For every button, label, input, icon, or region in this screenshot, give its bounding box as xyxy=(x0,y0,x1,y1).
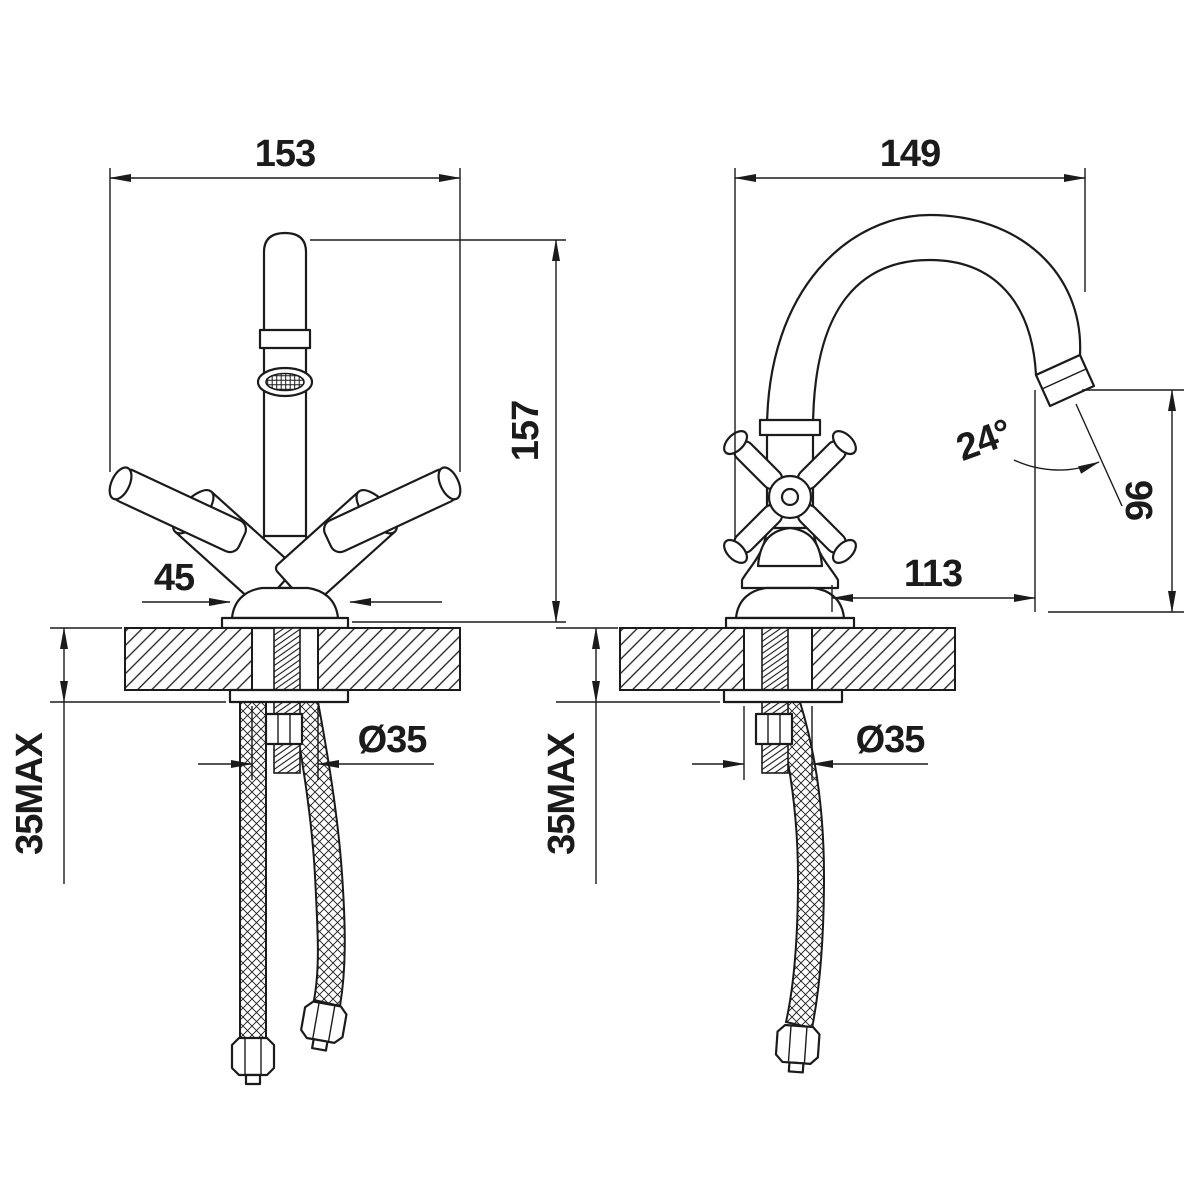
side-mounting xyxy=(722,627,844,774)
handle-bonnet xyxy=(756,526,824,568)
front-width-label: 153 xyxy=(255,133,315,175)
front-dim-height: 157 xyxy=(310,239,566,623)
handle-left-lever xyxy=(108,466,247,554)
counter-right xyxy=(317,627,461,691)
handle-right-lever xyxy=(323,466,462,554)
side-hole-label: Ø35 xyxy=(856,719,926,761)
side-angle-label: 24° xyxy=(951,412,1017,470)
front-dim-thickness: 35MAX xyxy=(9,627,226,884)
base-plate xyxy=(724,616,856,630)
hose-nut xyxy=(230,1036,276,1086)
side-reach-label: 113 xyxy=(904,553,962,595)
hose-left xyxy=(239,701,267,1039)
mounting-nut xyxy=(264,712,304,746)
front-view: 153 157 45 Ø35 35MAX xyxy=(9,133,566,1086)
front-height-label: 157 xyxy=(505,401,547,461)
side-dim-angle: 24° xyxy=(951,403,1123,507)
side-dim-width: 149 xyxy=(734,133,1086,540)
escutcheon xyxy=(230,586,340,620)
front-mounting xyxy=(228,627,350,774)
front-faucet xyxy=(108,231,462,630)
aerator-mesh xyxy=(265,372,305,392)
side-counter-section xyxy=(619,627,956,691)
spout-collar xyxy=(758,418,822,437)
counter-right xyxy=(811,627,956,691)
side-width-label: 149 xyxy=(880,133,940,175)
side-dim-reach: 113 xyxy=(831,390,1036,612)
side-thickness-label: 35MAX xyxy=(541,731,583,854)
side-drop-label: 96 xyxy=(1119,481,1161,521)
side-view: 149 24° 96 113 Ø35 xyxy=(541,133,1184,1075)
cross-handle xyxy=(723,430,857,564)
counter-left xyxy=(124,627,253,691)
front-counter-section xyxy=(124,627,461,691)
side-dim-drop: 96 xyxy=(1048,389,1184,613)
front-thickness-label: 35MAX xyxy=(9,731,51,854)
front-hoses xyxy=(230,701,349,1086)
front-dim-base: 45 xyxy=(142,557,442,606)
front-dim-hole: Ø35 xyxy=(198,706,434,780)
front-dim-width: 153 xyxy=(109,133,461,472)
front-hole-label: Ø35 xyxy=(358,719,428,761)
counter-left xyxy=(619,627,745,691)
escutcheon xyxy=(734,586,846,620)
spout-aerator xyxy=(1034,353,1096,408)
hose-nut xyxy=(297,999,349,1055)
side-dim-thickness: 35MAX xyxy=(541,627,720,884)
body-collar xyxy=(258,328,312,350)
hose-nut xyxy=(773,1023,822,1075)
side-dim-hole: Ø35 xyxy=(692,706,928,780)
front-base-label: 45 xyxy=(154,557,195,599)
side-faucet xyxy=(723,213,1096,630)
side-hoses xyxy=(772,701,826,1075)
mounting-nut xyxy=(754,712,794,746)
washer-plate xyxy=(722,688,844,704)
base-plate xyxy=(220,616,350,630)
washer-plate xyxy=(228,688,350,704)
